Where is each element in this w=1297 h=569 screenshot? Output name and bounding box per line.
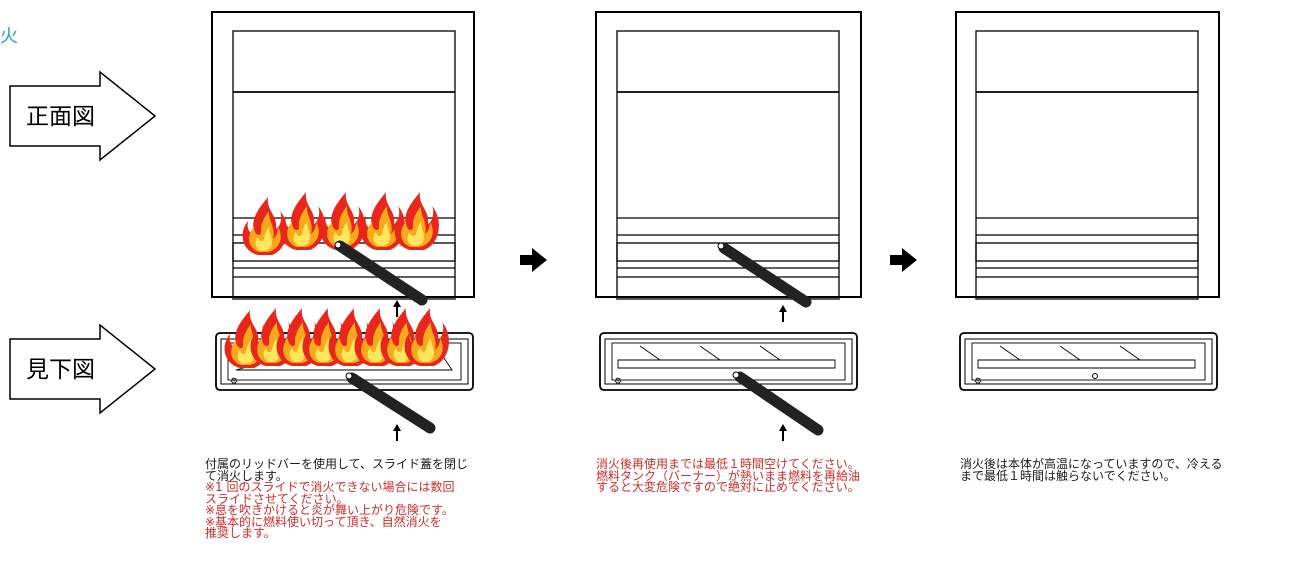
push-arrow-icon	[779, 305, 787, 322]
caption-warning-line: ※息を吹きかけると炎が舞い上がり危険です。	[205, 503, 454, 517]
push-arrow-icon	[393, 300, 401, 317]
top-view-arrow: 見下図	[9, 323, 157, 415]
caption-warning-line: すると大変危険ですので絶対に止めてください。	[596, 480, 860, 494]
caption-warning-line: ※1 回のスライドで消火できない場合には数回	[205, 480, 455, 494]
push-arrow-icon	[393, 424, 401, 441]
caption-warning-line: 消火後再使用までは最低１時間空けてください。	[596, 457, 860, 471]
caption-line: まで最低１時間は触らないでください。	[960, 468, 1176, 483]
heading-fragment: 火	[0, 26, 18, 47]
caption-line: 消火後は本体が高温になっていますので、冷える	[960, 457, 1223, 471]
front-view-step3	[955, 11, 1220, 300]
caption-line: て消火します。	[205, 468, 288, 483]
step-arrow-icon	[890, 248, 917, 272]
lid-bar-icon	[334, 240, 428, 306]
caption-warning-line: 燃料タンク（バーナー）が熱いまま燃料を再給油	[596, 468, 861, 483]
lid-bar-icon	[718, 242, 812, 308]
lid-bar-icon	[734, 371, 824, 436]
front-view-step2	[595, 11, 862, 322]
caption-warning-line: ※基本的に燃料使い切って頂き、自然消火を	[205, 514, 442, 529]
top-view-label: 見下図	[26, 357, 95, 383]
front-view-step1	[211, 11, 475, 317]
push-arrow-icon	[779, 424, 787, 441]
front-view-label: 正面図	[26, 104, 95, 130]
svg-text:⚙: ⚙	[614, 377, 622, 387]
svg-text:⚙: ⚙	[974, 377, 982, 387]
top-view-step1: ⚙	[215, 308, 474, 441]
caption-step1: 付属のリッドバーを使用して、スライド蓋を閉じ て消火します。 ※1 回のスライド…	[205, 457, 469, 540]
svg-text:⚙: ⚙	[230, 377, 238, 387]
front-view-arrow: 正面図	[9, 70, 157, 162]
caption-step3: 消火後は本体が高温になっていますので、冷える まで最低１時間は触らないでください…	[960, 457, 1223, 483]
step-arrow-icon	[520, 248, 547, 272]
caption-warning-line: スライドさせてください。	[205, 491, 349, 506]
lid-bar-icon	[346, 372, 436, 434]
top-view-step3: ⚙	[959, 332, 1218, 391]
caption-step2: 消火後再使用までは最低１時間空けてください。 燃料タンク（バーナー）が熱いまま燃…	[596, 457, 861, 494]
caption-warning-line: 推奨します。	[205, 526, 276, 540]
caption-line: 付属のリッドバーを使用して、スライド蓋を閉じ	[205, 457, 469, 471]
top-view-step2: ⚙	[599, 332, 858, 441]
